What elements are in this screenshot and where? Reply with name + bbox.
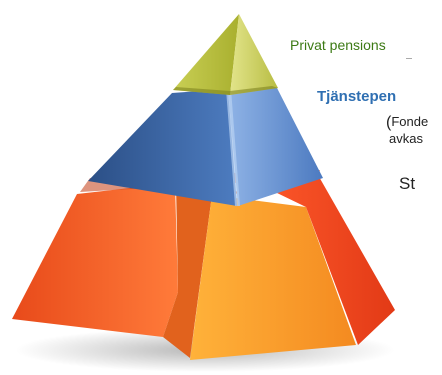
middle-tier-sublabel-1: (Fonde	[386, 115, 428, 131]
bottom-tier-front-face	[190, 195, 356, 360]
middle-tier-left-face	[88, 89, 237, 206]
paren-glyph: (	[386, 114, 392, 131]
top-tier-label: Privat pensions	[290, 37, 386, 53]
middle-tier-label: Tjänstepen	[317, 88, 397, 105]
middle-tier-right-face	[228, 88, 323, 206]
bottom-tier-left-face	[12, 183, 178, 337]
middle-tier-sublabel-2: avkas	[389, 131, 423, 146]
top-tier	[173, 14, 278, 95]
bottom-tier	[12, 170, 395, 360]
middle-tier	[88, 88, 323, 206]
middle-tier-edge-highlight	[226, 89, 240, 206]
top-tier-right-face	[230, 14, 278, 95]
bottom-tier-right-face	[250, 175, 395, 345]
bottom-tier-label: St	[399, 174, 416, 193]
middle-tier-sublabel-1-text: Fonde	[391, 114, 429, 129]
top-tier-base	[173, 86, 278, 95]
divider	[406, 58, 412, 59]
bottom-tier-center-face	[163, 183, 248, 358]
top-tier-left-face	[173, 14, 239, 95]
